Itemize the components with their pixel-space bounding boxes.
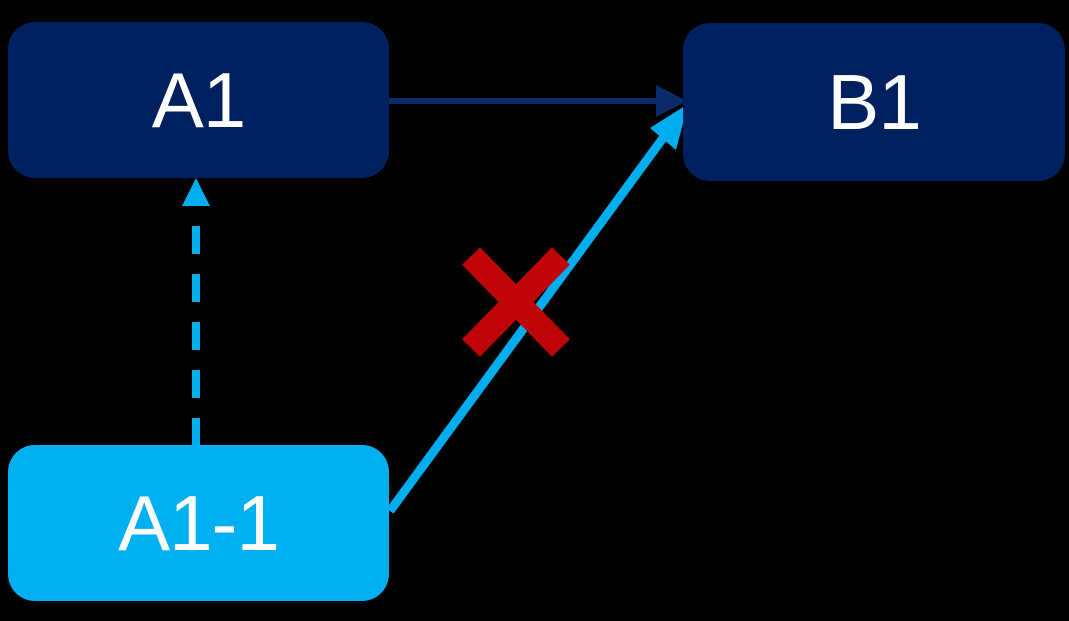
node-a1-1: A1-1	[8, 445, 389, 601]
node-a1-label: A1	[151, 56, 246, 144]
node-a1: A1	[8, 22, 389, 178]
edge-a1-1-to-b1-line	[386, 135, 667, 514]
arrowhead-up-icon	[182, 178, 210, 206]
edge-a1-to-b1	[389, 85, 687, 117]
node-b1-label: B1	[827, 58, 921, 146]
node-a1-1-label: A1-1	[118, 479, 280, 567]
red-x-icon	[462, 247, 570, 357]
node-b1: B1	[683, 23, 1065, 181]
red-x-stroke-1	[462, 247, 570, 357]
edge-a1-1-to-a1	[182, 178, 210, 446]
edge-a1-1-to-b1	[386, 104, 688, 514]
red-x-stroke-2	[462, 247, 570, 357]
